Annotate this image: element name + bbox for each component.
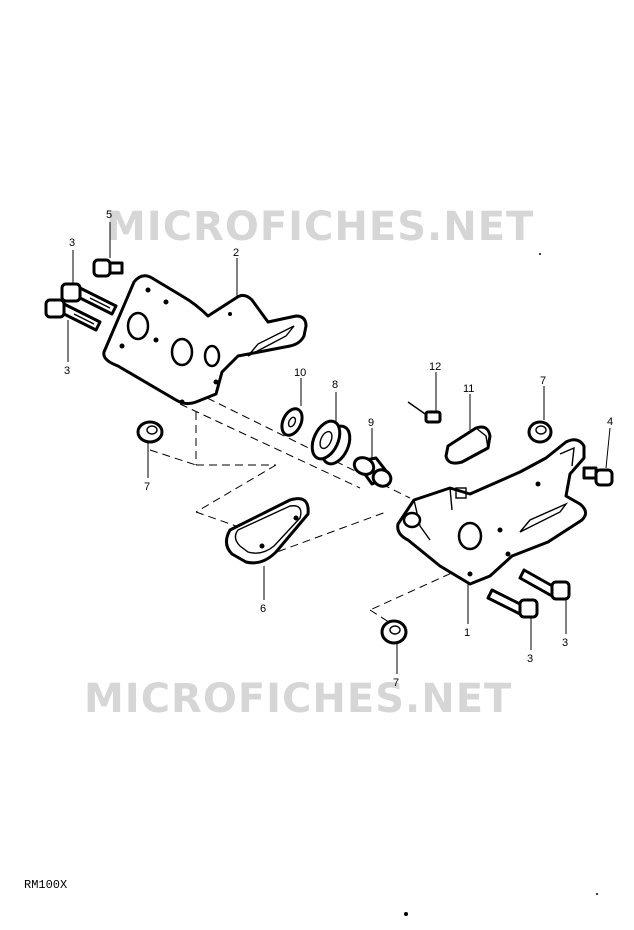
scan-specks (404, 253, 598, 916)
callout-3: 3 (562, 637, 568, 649)
leader-lines (67, 222, 611, 674)
part-5-flange-bolt (92, 258, 124, 278)
watermark-top: MICROFICHES.NET (106, 204, 534, 250)
model-code: RM100X (24, 878, 67, 892)
callout-9: 9 (368, 417, 374, 429)
callout-5: 5 (106, 209, 112, 221)
callout-3: 3 (527, 653, 533, 665)
part-8-bushing (310, 419, 352, 466)
part-1-right-bracket (396, 438, 587, 586)
part-11-rubber-block (444, 425, 492, 465)
part-12-rivet (407, 401, 442, 424)
callout-2: 2 (233, 247, 239, 259)
part-4-bolt (582, 466, 614, 487)
watermark-bottom: MICROFICHES.NET (84, 676, 512, 722)
callout-7: 7 (393, 677, 399, 689)
part-3-bolt-right-lower (486, 588, 539, 619)
part-7-nut-right (527, 420, 553, 444)
callout-6: 6 (260, 603, 266, 615)
callout-7: 7 (144, 481, 150, 493)
part-3-bolt-lower (44, 298, 102, 332)
part-7-nut-left (136, 420, 164, 444)
part-3-bolt-upper (60, 282, 118, 316)
part-6-rubber-pad (225, 497, 310, 565)
part-3-bolt-right-upper (518, 568, 571, 601)
callout-10: 10 (294, 367, 306, 379)
callout-8: 8 (332, 379, 338, 391)
callout-11: 11 (463, 383, 474, 395)
part-9-collar (352, 456, 393, 488)
callout-3: 3 (69, 237, 75, 249)
callout-labels: 5 3 3 2 7 6 10 8 9 12 11 7 4 1 3 3 7 (64, 209, 613, 689)
callout-3: 3 (64, 365, 70, 377)
callout-1: 1 (464, 627, 470, 639)
part-2-left-bracket (102, 274, 308, 406)
part-7-nut-bottom (380, 619, 408, 645)
callout-7: 7 (540, 375, 546, 387)
part-10-washer (280, 407, 304, 437)
callout-12: 12 (429, 361, 441, 373)
callout-4: 4 (607, 416, 613, 428)
